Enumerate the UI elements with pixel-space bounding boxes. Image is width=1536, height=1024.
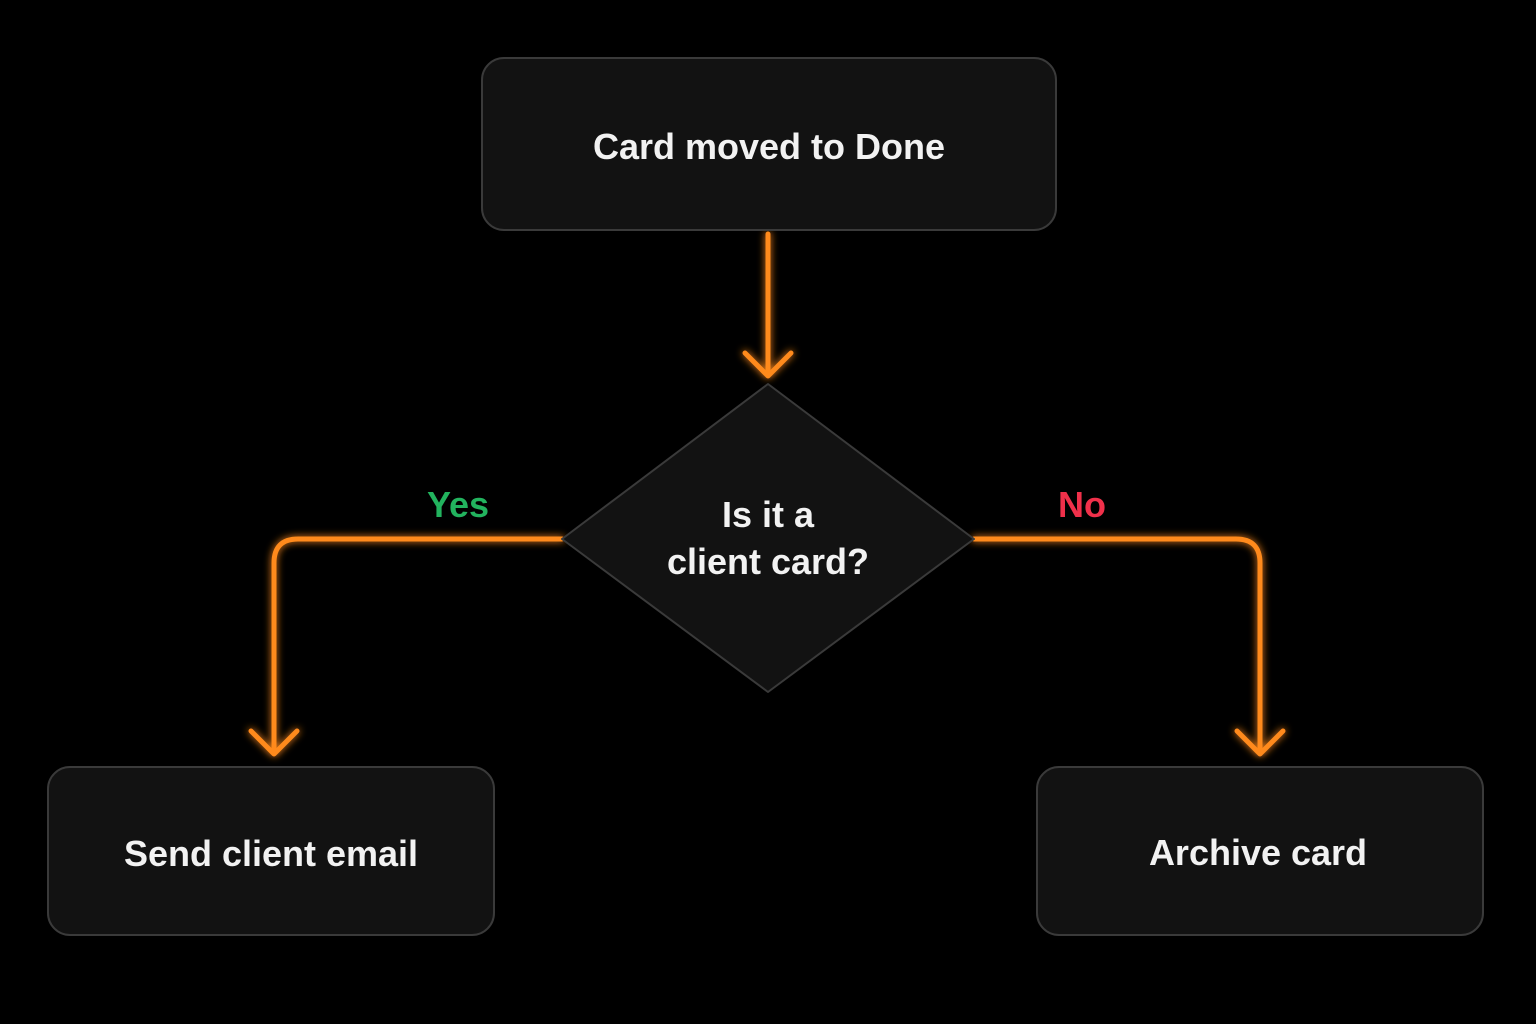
decision-label-line2: client card? [667, 541, 869, 582]
connectors [248, 231, 1286, 757]
no-action-label: Archive card [1149, 832, 1367, 873]
arrowhead-no-action [1234, 728, 1286, 757]
branch-label-no: No [1058, 484, 1106, 525]
decision-label-line1: Is it a [722, 494, 815, 535]
connector-no-branch [971, 536, 1263, 755]
connector-yes-branch [271, 536, 565, 755]
start-node-box [481, 57, 1057, 231]
yes-action-label: Send client email [124, 833, 418, 874]
start-node-label: Card moved to Done [593, 126, 945, 167]
no-action-node: Archive card [1036, 766, 1484, 936]
arrowhead-decision [742, 350, 794, 379]
no-action-box [1036, 766, 1484, 936]
decision-node: Is it a client card? [561, 383, 975, 693]
yes-action-node: Send client email [47, 766, 495, 936]
arrowhead-yes-action [248, 728, 300, 757]
decision-diamond [561, 383, 975, 693]
branch-label-yes: Yes [427, 484, 489, 525]
start-node: Card moved to Done [481, 57, 1057, 231]
yes-action-box [47, 766, 495, 936]
